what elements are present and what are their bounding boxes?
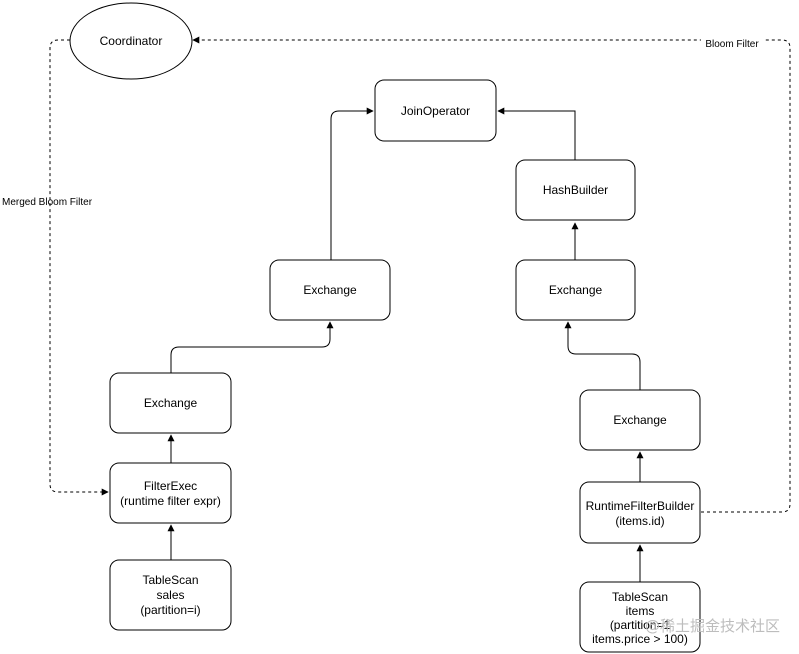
exchange-right-node: Exchange: [579, 389, 701, 451]
table-scan-sales-node: TableScan sales (partition=i): [109, 559, 232, 631]
coordinator-label: Coordinator: [100, 34, 163, 48]
filter-exec-label-line1: FilterExec: [144, 479, 197, 493]
hash-builder-node: HashBuilder: [515, 159, 636, 221]
runtime-filter-builder-label-line2: (items.id): [615, 514, 664, 528]
table-scan-items-label-line2: items: [626, 604, 655, 618]
edge-hashbuilder-to-joinoperator: [497, 107, 576, 160]
edge-exchange-top-left-to-joinoperator: [330, 107, 374, 260]
filter-exec-node: FilterExec (runtime filter expr): [109, 462, 232, 524]
exchange-top-left-label: Exchange: [303, 283, 357, 297]
edge-exchange-right-to-exchange-top-right: [564, 321, 641, 390]
join-operator-label: JoinOperator: [401, 104, 470, 118]
runtime-filter-builder-label-line1: RuntimeFilterBuilder: [586, 499, 695, 513]
exchange-left-node: Exchange: [109, 372, 232, 434]
hash-builder-label: HashBuilder: [543, 183, 608, 197]
bloom-filter-label: Bloom Filter: [705, 39, 759, 50]
runtime-filter-builder-node: RuntimeFilterBuilder (items.id): [579, 481, 701, 544]
merged-bloom-filter-label: Merged Bloom Filter: [2, 197, 93, 208]
edge-exchange-left-to-exchange-top-left: [170, 321, 334, 373]
table-scan-sales-label-line3: (partition=i): [140, 603, 200, 617]
edge-merged-bloom-filter: [49, 39, 109, 496]
table-scan-sales-label-line2: sales: [156, 588, 184, 602]
watermark-text: @稀土掘金技术社区: [645, 617, 780, 635]
exchange-top-right-label: Exchange: [549, 283, 603, 297]
join-operator-node: JoinOperator: [374, 79, 497, 142]
table-scan-sales-label-line1: TableScan: [142, 573, 198, 587]
edges: [49, 36, 791, 582]
table-scan-items-label-line1: TableScan: [612, 590, 668, 604]
exchange-top-left-node: Exchange: [269, 259, 391, 321]
coordinator-node: Coordinator: [69, 2, 193, 80]
table-scan-items-node: TableScan items (partition=1 items.price…: [579, 581, 701, 653]
exchange-top-right-node: Exchange: [515, 259, 636, 321]
exchange-left-label: Exchange: [144, 396, 198, 410]
edge-bloom-filter: [192, 36, 791, 513]
table-scan-items-label-line3: (partition=1: [610, 618, 671, 632]
exchange-right-label: Exchange: [613, 413, 667, 427]
filter-exec-label-line2: (runtime filter expr): [120, 494, 221, 508]
table-scan-items-label-line4: items.price > 100): [592, 632, 688, 646]
